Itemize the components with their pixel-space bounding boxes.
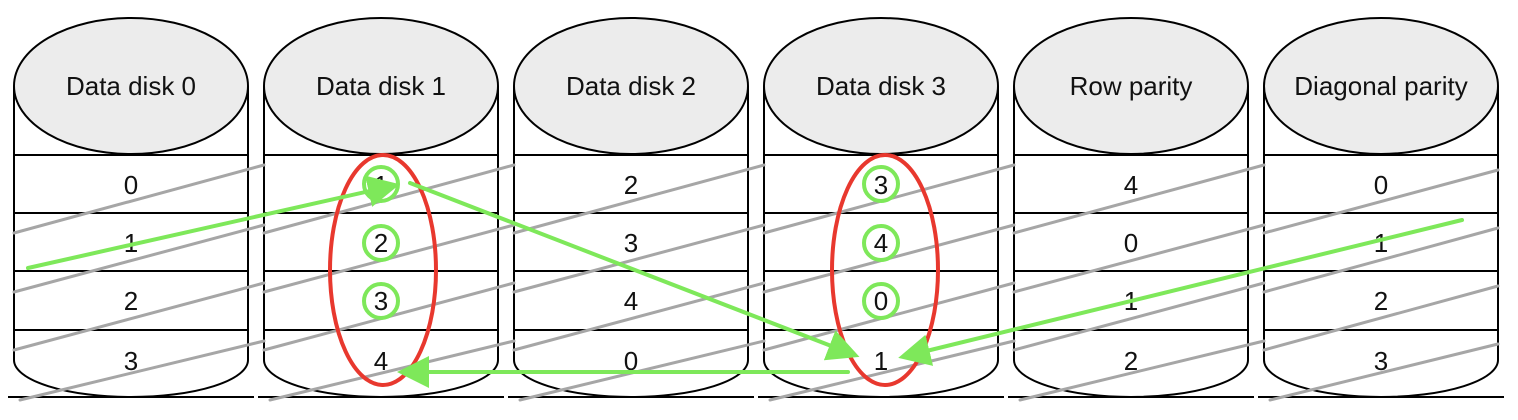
- disk-2: Data disk 2 2 3 4 0: [508, 17, 754, 398]
- stripe-value: 1: [874, 346, 888, 376]
- diagonal-stripe: [1262, 284, 1500, 352]
- recovered-block-circle: [862, 282, 900, 320]
- diagonal-stripe: [1262, 226, 1500, 294]
- diagonal-stripe: [18, 339, 266, 402]
- disk-label: Diagonal parity: [1294, 71, 1467, 101]
- stripe-value: 0: [624, 346, 638, 376]
- stripe-value: 0: [874, 286, 888, 316]
- stripe-value: 0: [1124, 228, 1138, 258]
- stripe-value: 3: [374, 286, 388, 316]
- stripe-value: 1: [1374, 228, 1388, 258]
- recovered-block-circle: [862, 165, 900, 203]
- disk-label: Data disk 1: [316, 71, 446, 101]
- disk-label: Data disk 3: [816, 71, 946, 101]
- stripe-value: 3: [1374, 346, 1388, 376]
- diagonal-stripe: [1012, 163, 1266, 235]
- recovery-arrows: [26, 175, 1464, 388]
- diagonal-stripe: [1012, 281, 1266, 352]
- recovered-block-circle: [862, 224, 900, 262]
- stripe-value: 2: [1374, 286, 1388, 316]
- stripe-value: 2: [1124, 346, 1138, 376]
- recovered-block-circle: [362, 282, 400, 320]
- recovery-arrow: [898, 218, 1464, 366]
- diagonal-stripe: [512, 223, 766, 294]
- failed-disk-1-highlight: [328, 153, 438, 387]
- stripe-value: 2: [124, 286, 138, 316]
- diagonal-stripe: [1262, 168, 1500, 235]
- diagonal-stripe: [1018, 339, 1266, 402]
- stripe-value: 3: [874, 170, 888, 200]
- disk-label: Data disk 0: [66, 71, 196, 101]
- stripe-value: 2: [624, 170, 638, 200]
- diagonal-stripe: [12, 281, 266, 352]
- stripe-value: 3: [124, 346, 138, 376]
- diagonal-stripe: [12, 163, 266, 235]
- diagonal-stripe: [768, 339, 1016, 402]
- recovery-arrow: [408, 181, 860, 361]
- disk-0: Data disk 0 0 1 2 3: [8, 17, 254, 398]
- failed-disk-3-highlight: [830, 153, 940, 387]
- stripe-value: 4: [624, 286, 638, 316]
- diagonal-stripe: [268, 339, 516, 402]
- stripe-value: 4: [374, 346, 388, 376]
- stripe-value: 1: [374, 170, 388, 200]
- diagonal-stripe: [1268, 342, 1500, 402]
- disk-3: Data disk 3 3 4 0 1: [758, 17, 1004, 398]
- stripe-value: 4: [874, 228, 888, 258]
- diagonal-stripe: [512, 281, 766, 352]
- disk-label: Data disk 2: [566, 71, 696, 101]
- recovery-arrow: [26, 175, 400, 270]
- stripe-value: 0: [1374, 170, 1388, 200]
- stripe-value: 3: [624, 228, 638, 258]
- recovered-block-circle: [362, 224, 400, 262]
- diagonal-stripe: [12, 223, 266, 294]
- diagonal-stripe: [1012, 223, 1266, 294]
- disk-label: Row parity: [1070, 71, 1193, 101]
- stripe-value: 0: [124, 170, 138, 200]
- stripe-value: 4: [1124, 170, 1138, 200]
- diagonal-stripe: [512, 163, 766, 235]
- row-parity-disk: Row parity 4 0 1 2: [1008, 17, 1254, 398]
- stripe-value: 2: [374, 228, 388, 258]
- disk-1: Data disk 1 1 2 3 4: [258, 17, 504, 398]
